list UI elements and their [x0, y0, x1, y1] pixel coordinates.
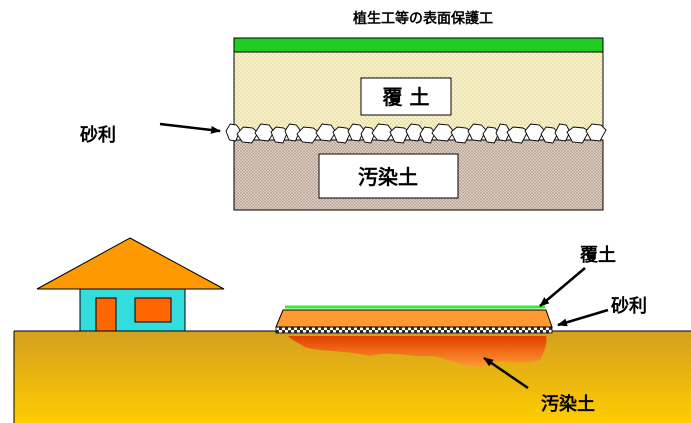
gravel-stone	[585, 123, 607, 142]
vegetation-layer	[233, 37, 604, 53]
gravel-strip	[275, 326, 553, 334]
gravel-arrow	[159, 122, 221, 134]
house-window	[134, 297, 172, 323]
contamination-zone	[288, 336, 547, 367]
house	[36, 237, 225, 332]
house-roof	[36, 237, 225, 290]
gravel-label: 砂利	[80, 124, 116, 146]
mound-gravel-label: 砂利	[611, 295, 647, 317]
gravel-stone	[284, 123, 301, 142]
cover-soil-label-box	[360, 77, 452, 116]
mound-gravel-arrow	[557, 308, 609, 327]
cover-soil-mound	[275, 309, 553, 328]
mound-cover-soil-label: 覆土	[580, 245, 616, 266]
contaminated-arrow	[483, 356, 529, 390]
top-title: 植生工等の表面保護工	[352, 10, 493, 27]
house-door	[95, 297, 117, 332]
gravel-layer	[225, 123, 607, 144]
contaminated-label: 汚染土	[358, 165, 418, 189]
contaminated-label-box	[318, 153, 459, 199]
cover-soil-arrow	[539, 267, 586, 307]
mound-contaminated-label: 汚染土	[541, 394, 595, 415]
cover-soil-label: 覆 土	[382, 85, 430, 109]
